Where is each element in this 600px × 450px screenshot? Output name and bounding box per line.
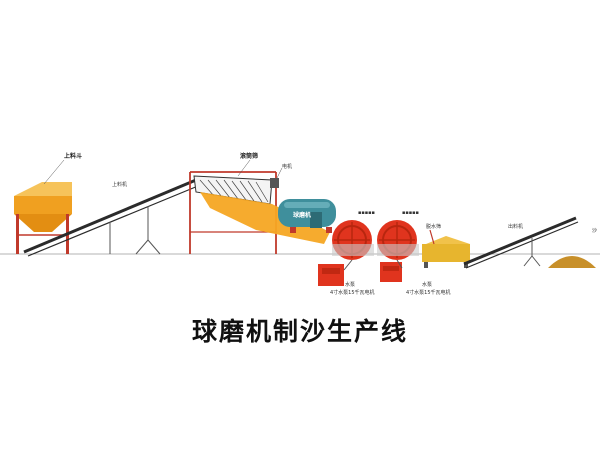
screen-label: 滚筒筛 bbox=[240, 152, 258, 160]
ball-mill bbox=[278, 199, 336, 233]
trommel-screen bbox=[193, 175, 279, 205]
sand-pile bbox=[548, 256, 596, 268]
hopper-leader-line bbox=[43, 159, 65, 185]
dewater-label: 脱水筛 bbox=[426, 223, 441, 230]
pump-right-label: 水泵 bbox=[422, 281, 432, 288]
pump-right bbox=[380, 262, 402, 282]
motor-right-label: 4寸水泵15千瓦电机 bbox=[406, 289, 451, 296]
screen-discharge-chute bbox=[200, 192, 330, 244]
pump-pipe-left bbox=[343, 259, 353, 271]
edge-label: 沙 bbox=[592, 228, 597, 234]
motor-leader-line bbox=[275, 167, 283, 181]
wheel-right-note: ▪▪▪▪▪ bbox=[402, 210, 419, 216]
pump-left-label: 水泵 bbox=[345, 281, 355, 288]
pump-left bbox=[318, 264, 344, 286]
hopper-label: 上料斗 bbox=[64, 152, 82, 160]
discharge-belt-label: 出料机 bbox=[508, 223, 523, 230]
sand-wheel-right bbox=[377, 220, 419, 260]
wheel-left-note: ▪▪▪▪▪ bbox=[358, 210, 375, 216]
ball-mill-label: 球磨机 bbox=[293, 211, 311, 219]
discharge-belt-conveyor bbox=[463, 216, 579, 269]
screen-leader-line bbox=[237, 159, 251, 177]
motor-label: 电机 bbox=[282, 163, 292, 170]
diagram-caption: 球磨机制沙生产线 bbox=[191, 317, 408, 346]
pump-pipe-right bbox=[396, 259, 403, 269]
motor-left-label: 4寸水泵15千瓦电机 bbox=[330, 289, 375, 296]
dewatering-screen bbox=[422, 229, 470, 268]
feed-belt-label: 上料机 bbox=[112, 181, 127, 188]
feed-belt-conveyor bbox=[23, 178, 199, 257]
sand-wheel-left bbox=[332, 220, 374, 260]
